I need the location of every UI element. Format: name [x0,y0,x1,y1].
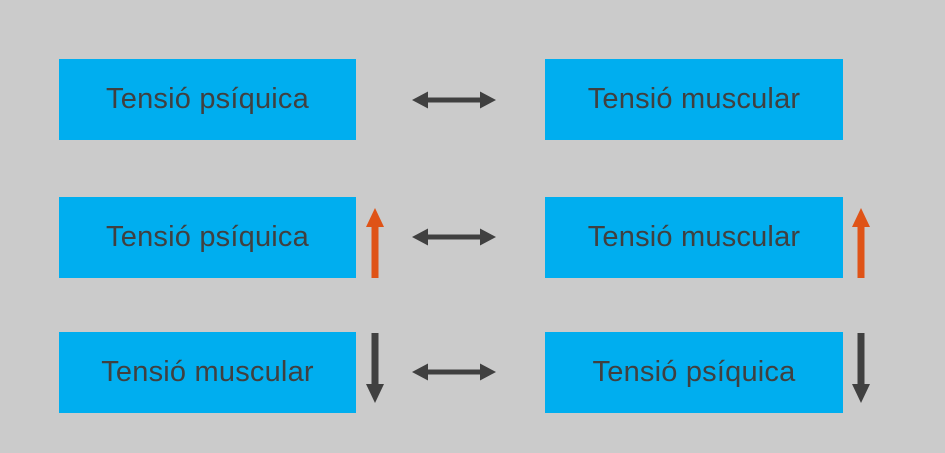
box-label: Tensió psíquica [592,356,796,388]
down-arrow-icon [851,333,871,403]
up-arrow-icon [851,208,871,278]
box-row2-right: Tensió muscular [545,197,843,278]
box-label: Tensió psíquica [106,83,309,115]
box-label: Tensió muscular [587,221,801,253]
up-arrow-icon [365,208,385,278]
box-row1-left: Tensió psíquica [59,59,356,140]
box-label: Tensió muscular [587,83,801,115]
box-label: Tensió psíquica [106,221,309,253]
double-headed-arrow-icon [412,355,496,389]
box-row2-left: Tensió psíquica [59,197,356,278]
double-headed-arrow-icon [412,83,496,117]
box-row3-right: Tensió psíquica [545,332,843,413]
box-label: Tensió muscular [101,356,314,388]
down-arrow-icon [365,333,385,403]
box-row1-right: Tensió muscular [545,59,843,140]
box-row3-left: Tensió muscular [59,332,356,413]
double-headed-arrow-icon [412,220,496,254]
